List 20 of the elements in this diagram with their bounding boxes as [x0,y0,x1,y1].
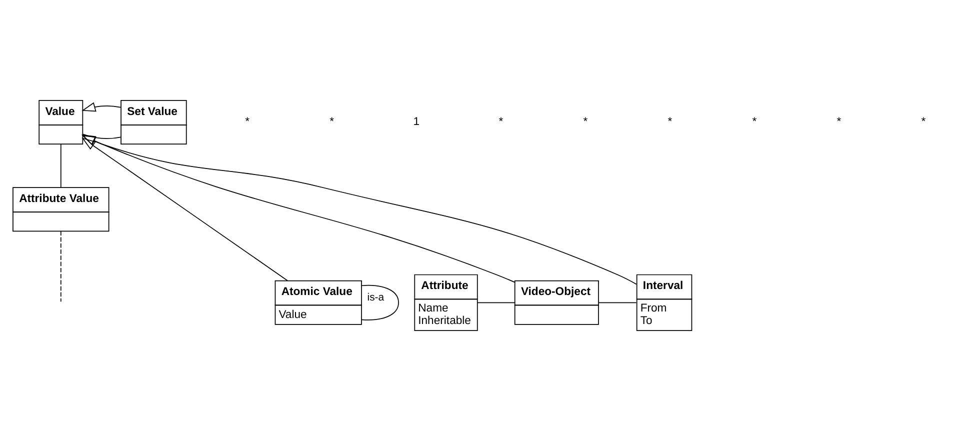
label: * [498,116,504,128]
label: 1 [413,116,420,128]
connector [82,133,121,139]
edge-label: is-a [367,292,384,303]
connector [598,302,637,303]
label: * [245,116,250,128]
label: * [836,116,842,128]
label: * [921,116,926,128]
label: * [583,116,588,128]
arrow [82,134,637,284]
label: * [330,116,334,128]
connector [60,230,62,302]
label: * [668,116,672,128]
arrow [82,137,288,281]
arrow [82,102,121,112]
arrow [82,134,515,282]
connector [361,284,399,320]
connector [60,143,62,188]
label: * [752,116,757,128]
connector [477,302,516,303]
